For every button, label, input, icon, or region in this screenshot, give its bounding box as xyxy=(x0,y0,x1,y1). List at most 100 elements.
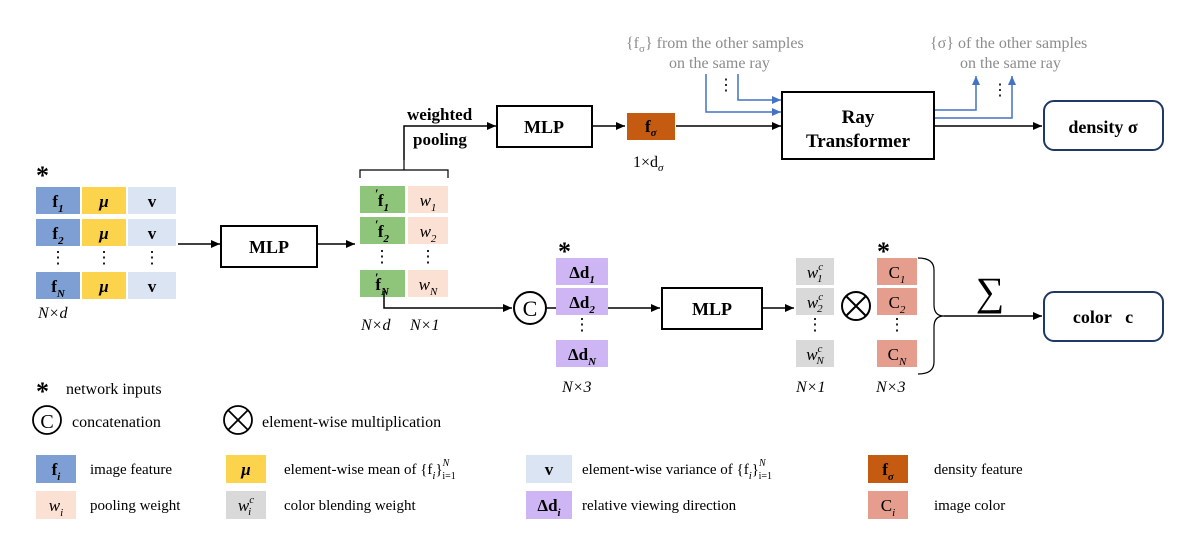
legend-text: image feature xyxy=(90,462,172,478)
legend-network-inputs: network inputs xyxy=(66,381,162,398)
variance-label: v xyxy=(148,192,157,211)
summation-symbol: ∑ xyxy=(976,269,1005,314)
arrow-pooling-to-mlp2 xyxy=(403,122,496,160)
legend-item: fi image feature xyxy=(36,455,172,483)
svg-text:{σ} of the other samples: {σ} of the other samples xyxy=(930,35,1087,52)
legend-swatch xyxy=(36,491,76,519)
mlp-2-label: MLP xyxy=(524,117,564,137)
pooling-weight-cell xyxy=(408,270,448,297)
mean-cell xyxy=(82,219,126,246)
mean-label: μ xyxy=(98,277,108,296)
blend-cell xyxy=(796,258,834,285)
legend-swatch xyxy=(226,491,266,519)
mean-cell xyxy=(82,272,126,299)
pooling-weight-cell xyxy=(408,186,448,213)
blue-arrow-in-1 xyxy=(705,74,781,116)
legend-text: pooling weight xyxy=(90,498,181,514)
mean-label: μ xyxy=(98,224,108,243)
legend-concat-icon xyxy=(32,405,62,435)
legend-swatch xyxy=(226,455,266,483)
pooling-weight-label: w2 xyxy=(420,222,437,245)
legend-text: relative viewing direction xyxy=(582,498,737,514)
image-color-cell xyxy=(877,258,917,285)
blend-dim: N×1 xyxy=(795,379,825,396)
blend-cell xyxy=(796,288,834,315)
blue-arrow-out-1 xyxy=(935,76,980,111)
direction-row: ΔdN xyxy=(556,340,608,368)
input-dim-label: N×d xyxy=(37,305,68,322)
variance-label: v xyxy=(148,224,157,243)
legend-star: * xyxy=(36,377,49,406)
blue-arrow-in-2 xyxy=(737,74,781,104)
legend-text: image color xyxy=(934,498,1005,514)
svg-text:on the same ray: on the same ray xyxy=(960,55,1061,72)
legend-elementwise-mult: element-wise multiplication xyxy=(262,414,441,431)
feature-cell xyxy=(36,219,80,246)
ellipsis: ⋮ xyxy=(374,247,391,266)
legend-key-label: fi xyxy=(52,460,62,483)
input-row: f2 μ v xyxy=(36,219,176,247)
other-samples-features-note: {fσ} from the other samples on the same … xyxy=(626,35,804,94)
mean-label: μ xyxy=(98,192,108,211)
feature-cell xyxy=(36,272,80,299)
weighted-dim-right: N×1 xyxy=(409,317,439,334)
weighted-dim-left: N×d xyxy=(360,317,391,334)
direction-label: Δd2 xyxy=(569,293,595,316)
density-output-box: density σ xyxy=(1043,100,1164,151)
svg-text:Transformer: Transformer xyxy=(806,131,911,152)
legend-key-label: v xyxy=(545,460,554,479)
feature-label: f2 xyxy=(52,224,64,247)
direction-cell xyxy=(556,288,608,315)
weighted-row: f2′w2 xyxy=(360,217,448,245)
legend-key-label: wi xyxy=(49,496,63,519)
variance-label: v xyxy=(148,277,157,296)
direction-cell xyxy=(556,258,608,285)
svg-text:{fσ} from the other samples: {fσ} from the other samples xyxy=(626,35,804,55)
blue-arrow-out-2 xyxy=(935,76,1016,119)
variance-cell xyxy=(128,187,176,214)
svg-text:Ray: Ray xyxy=(842,107,875,128)
legend-key-label: Δdi xyxy=(537,496,561,519)
image-color-label: CN xyxy=(888,345,907,368)
ellipsis: ⋮ xyxy=(889,315,906,334)
weighted-feature-cell xyxy=(360,270,405,297)
direction-label: ΔdN xyxy=(568,345,597,368)
direction-label: Δd1 xyxy=(569,263,595,286)
legend: * network inputs C concatenation element… xyxy=(32,377,1023,519)
mlp-box-1: MLP xyxy=(220,225,318,268)
arrow-fN-to-concat xyxy=(383,291,512,312)
legend-swatch xyxy=(868,491,908,519)
weighted-row: f1′ w1 xyxy=(360,186,448,214)
network-input-star: * xyxy=(36,161,49,190)
svg-text:density σ: density σ xyxy=(1068,117,1138,137)
svg-text:⋮: ⋮ xyxy=(992,82,1008,99)
weighted-pooling-line1: weighted xyxy=(407,105,473,124)
svg-text:C: C xyxy=(523,296,538,321)
pooling-weight-label: w1 xyxy=(420,191,437,214)
brace-weighted-pooling xyxy=(359,160,449,178)
weighted-feature-label: f1′ xyxy=(375,186,389,214)
svg-text:on the same ray: on the same ray xyxy=(669,55,770,72)
direction-row: Δd2 xyxy=(556,288,608,316)
svg-text:MLP: MLP xyxy=(692,299,732,319)
image-color-row: ⋮ xyxy=(889,315,906,334)
feature-cell xyxy=(36,187,80,214)
mlp-box-2: MLP xyxy=(496,105,593,148)
image-color-row: C2 xyxy=(877,288,917,316)
blend-cell xyxy=(796,340,834,367)
legend-item: wi pooling weight xyxy=(36,491,181,519)
pooling-weight-cell xyxy=(408,217,448,244)
blend-row: ⋮ xyxy=(807,315,824,334)
legend-swatch xyxy=(868,455,908,483)
mlp-1-label: MLP xyxy=(249,237,289,257)
